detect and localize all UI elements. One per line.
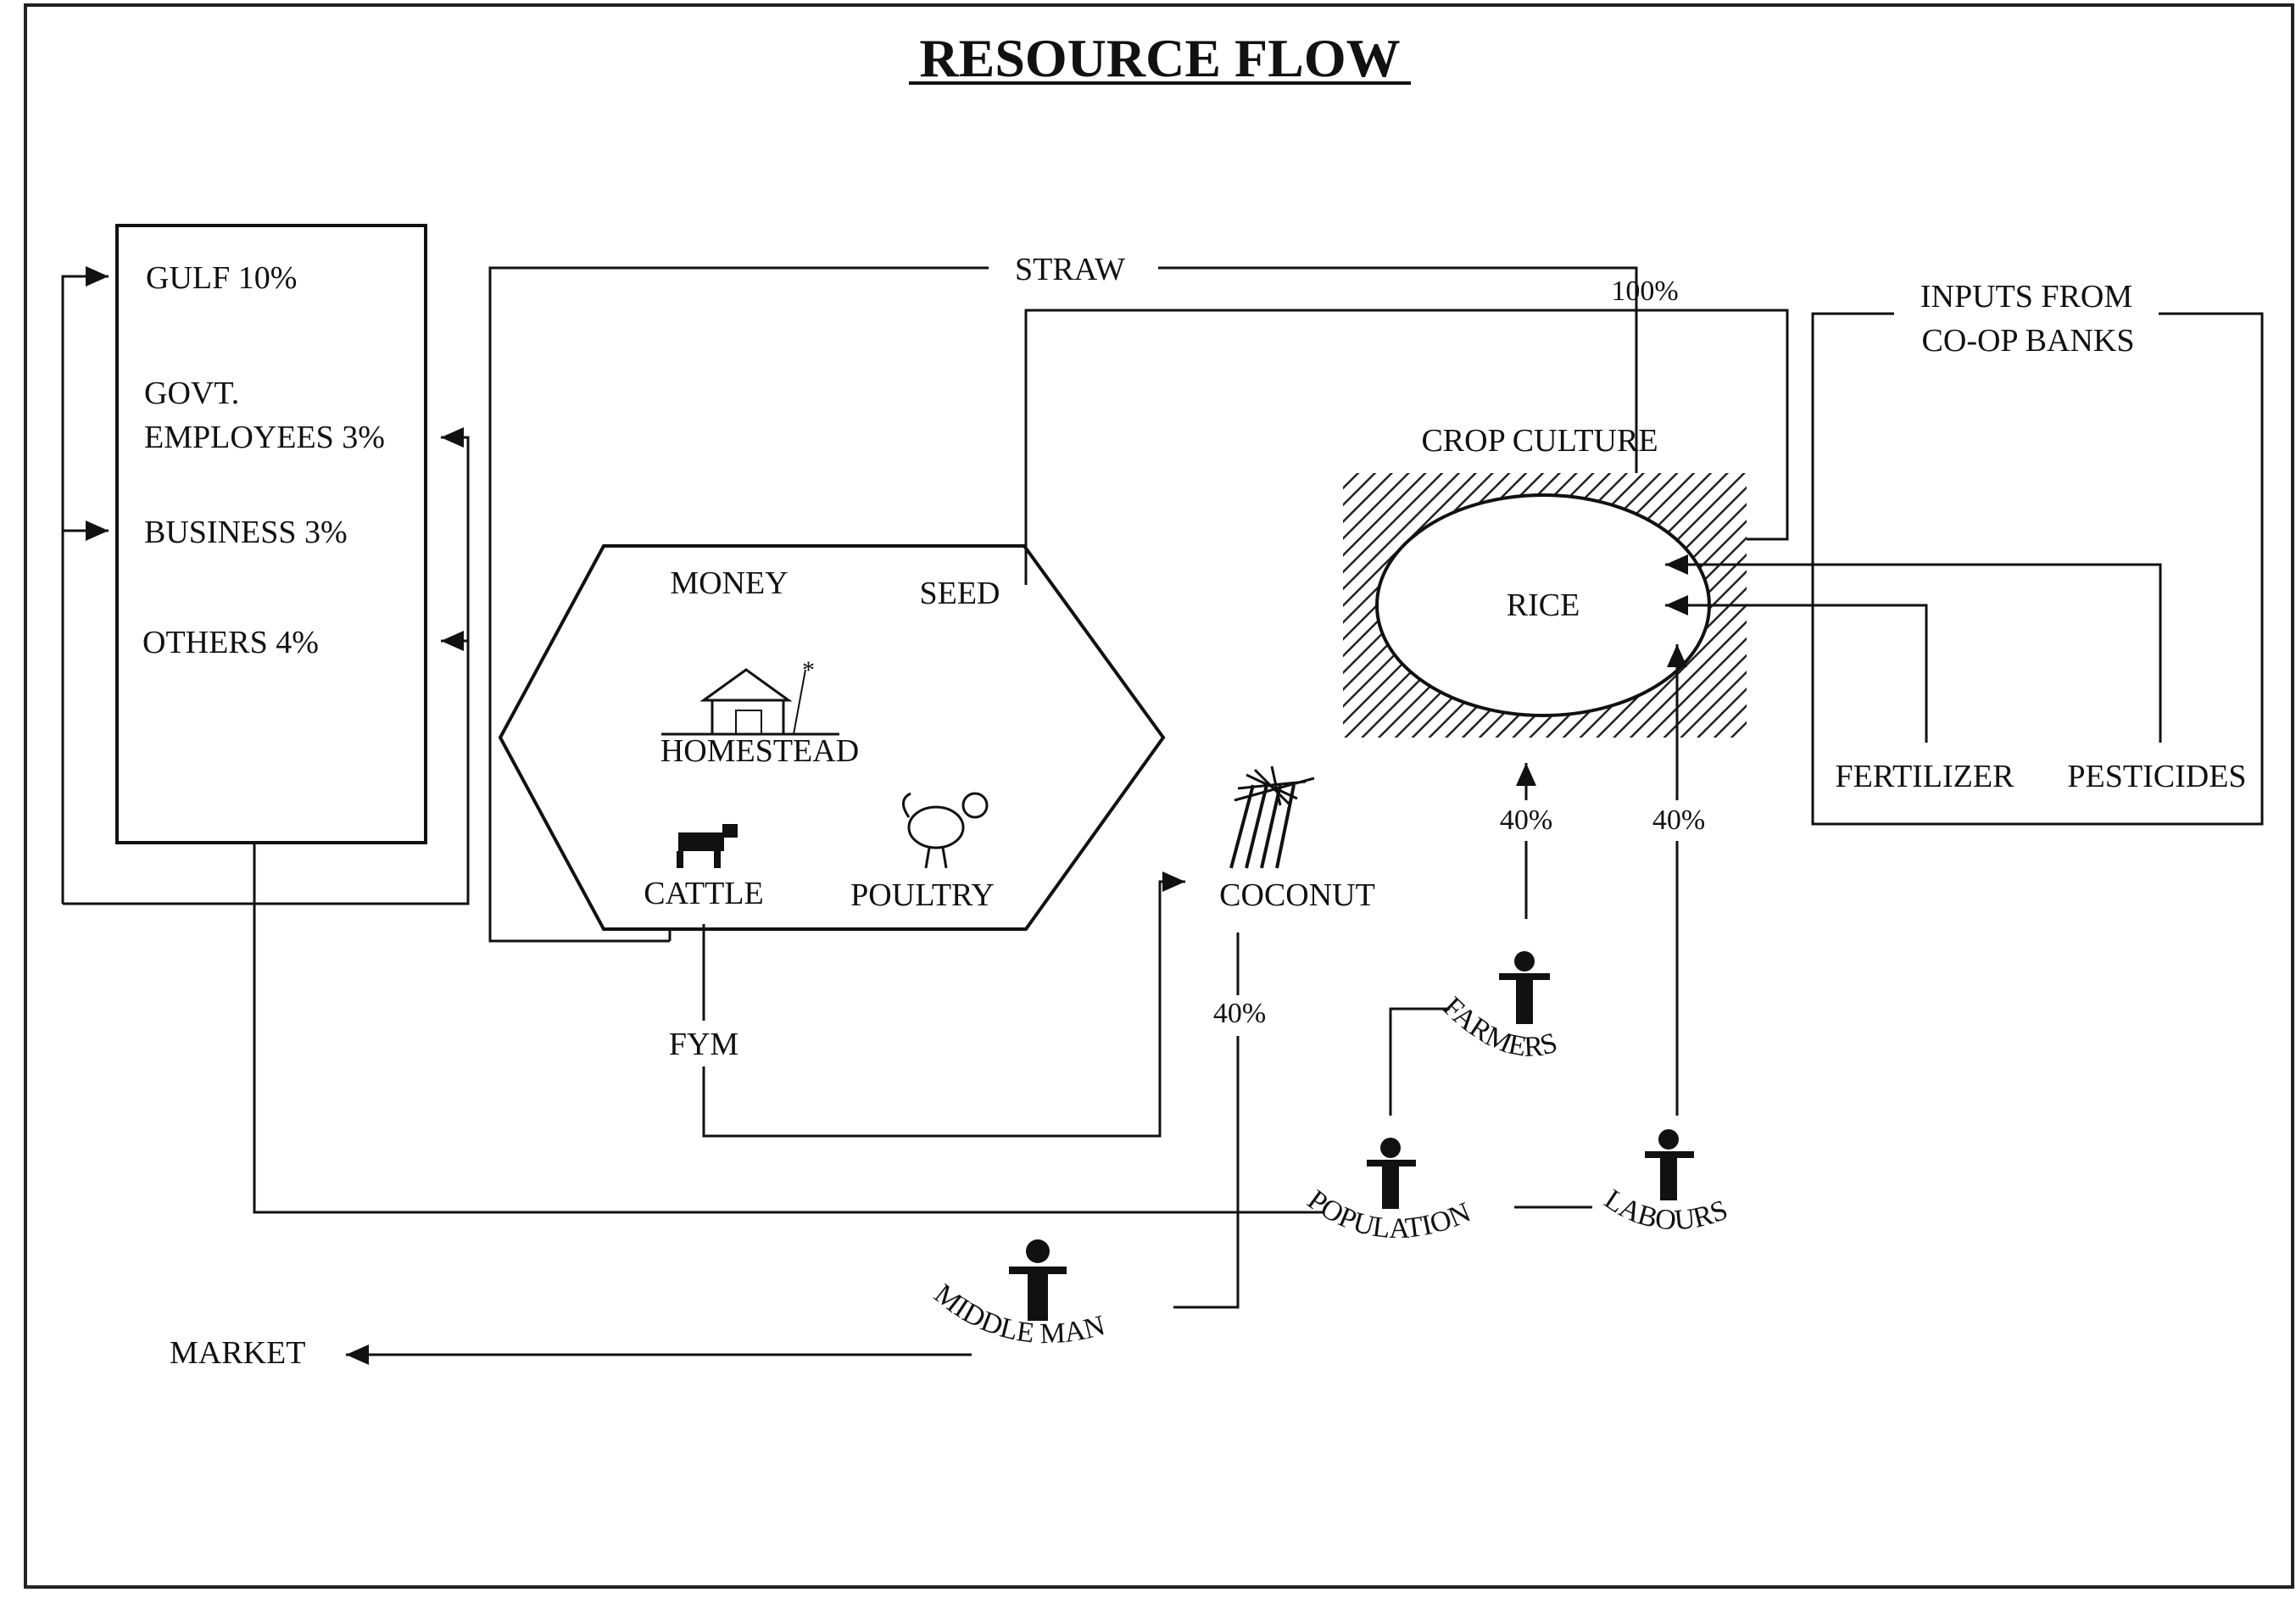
pct-100-label: 100%: [1611, 276, 1678, 307]
homestead-poultry: POULTRY: [850, 877, 995, 913]
pct-coconut-bg: [1211, 995, 1267, 1036]
population-to-income-line: [253, 843, 1323, 1214]
poultry-icon: [902, 792, 989, 869]
population-to-farmers-line: [1389, 1007, 1450, 1116]
income-box: [115, 224, 427, 844]
middleman-figure-icon: [1009, 1239, 1067, 1321]
fym-label-bg: [660, 1021, 750, 1066]
inputs-line1: INPUTS FROM: [1920, 279, 2132, 315]
homestead-cattle: CATTLE: [644, 876, 763, 911]
pct-farmers-label: 40%: [1500, 805, 1552, 836]
homestead-seed: SEED: [920, 576, 1000, 611]
coconut-tree-icon: [1229, 766, 1315, 869]
pesticides-to-rice-line: [1665, 554, 2162, 743]
pct-labours-bg: [1648, 800, 1708, 841]
homestead-hexagon: [498, 544, 1166, 931]
population-figure-icon: [1367, 1138, 1416, 1209]
straw-label: STRAW: [1015, 252, 1125, 287]
coconut-to-middleman-line: [1173, 933, 1240, 1309]
cattle-icon: [677, 824, 738, 868]
inputs-box: [1811, 312, 2264, 826]
pct-coconut-label: 40%: [1213, 998, 1266, 1029]
fertilizer-to-rice-line: [1665, 595, 1928, 743]
homestead-money: MONEY: [670, 565, 788, 601]
inputs-line2: CO-OP BANKS: [1922, 323, 2135, 359]
labour-figure-icon: [1645, 1129, 1694, 1200]
income-others: OTHERS 4%: [142, 625, 319, 660]
crop-culture-label: CROP CULTURE: [1421, 423, 1658, 459]
income-gulf: GULF 10%: [146, 260, 297, 296]
income-govt-line2: EMPLOYEES 3%: [144, 420, 385, 455]
pct-farmers-bg: [1497, 800, 1557, 841]
loop-to-govt: [63, 427, 470, 905]
farmers-label: FARMERS: [1437, 991, 1561, 1063]
market-label: MARKET: [170, 1335, 305, 1371]
coconut-label: COCONUT: [1219, 877, 1375, 913]
fym-label: FYM: [669, 1027, 738, 1062]
income-govt-line1: GOVT.: [144, 376, 239, 411]
svg-text:*: *: [802, 656, 815, 684]
homestead-label: HOMESTEAD: [660, 733, 859, 769]
rice-label: RICE: [1507, 587, 1580, 623]
straw-line-right: [1158, 266, 1638, 543]
diagram-title: RESOURCE FLOW: [919, 28, 1400, 88]
house-icon: *: [661, 656, 839, 736]
page-frame: [24, 3, 2294, 1589]
farmer-figure-icon: [1499, 951, 1550, 1024]
fertilizer-label: FERTILIZER: [1836, 759, 2015, 794]
straw-line-left: [488, 266, 989, 943]
middleman-label: MIDDLE MAN: [928, 1278, 1108, 1350]
fym-to-coconut-line: [702, 871, 1185, 1138]
pesticides-label: PESTICIDES: [2067, 759, 2246, 794]
loop-to-gulf: [61, 266, 109, 904]
income-business: BUSINESS 3%: [144, 515, 348, 550]
pct-labours-label: 40%: [1652, 805, 1705, 836]
